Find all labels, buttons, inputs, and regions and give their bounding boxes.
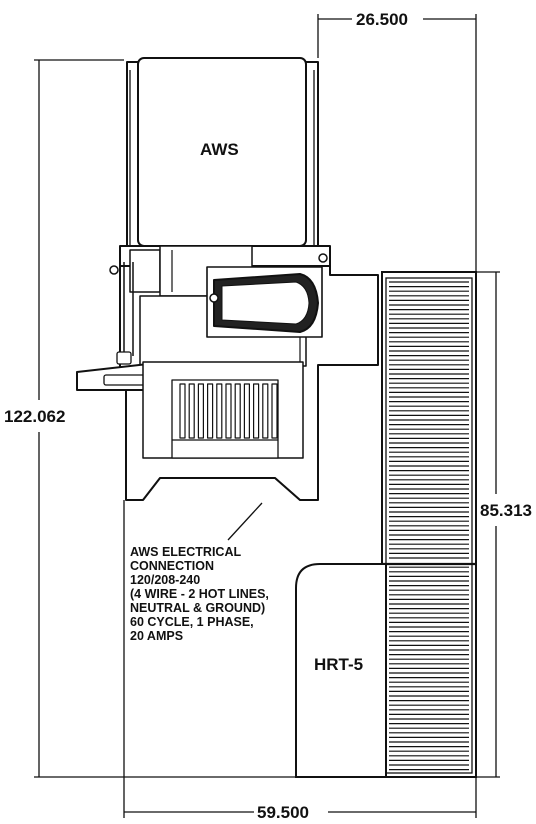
magazine-slide: [271, 383, 278, 439]
electrical-note: AWS ELECTRICAL CONNECTION 120/208-240 (4…: [130, 545, 269, 643]
aws-head-pin: [209, 293, 219, 303]
electrical-note-line: 60 CYCLE, 1 PHASE,: [130, 615, 254, 629]
dim-label-total-height: 122.062: [4, 407, 65, 426]
aws-carriage-left: [129, 249, 161, 293]
aws-tray-knob: [116, 351, 132, 365]
magazine-slide: [225, 383, 232, 439]
dim-label-top-width: 26.500: [356, 10, 408, 29]
hrt-unit: [295, 271, 477, 778]
aws-magazine: [171, 379, 279, 459]
aws-knob-left: [109, 265, 119, 275]
hrt-body: [295, 563, 387, 778]
electrical-note-line: AWS ELECTRICAL: [130, 545, 241, 559]
electrical-leader-line: [227, 502, 263, 541]
magazine-slide: [234, 383, 241, 439]
aws-head-highlight: [221, 281, 310, 325]
magazine-slide: [253, 383, 260, 439]
aws-knob-right: [318, 253, 328, 263]
magazine-slide: [243, 383, 250, 439]
dim-label-rack-height: 85.313: [480, 501, 532, 520]
dim-label-total-width: 59.500: [257, 803, 309, 822]
electrical-note-line: 120/208-240: [130, 573, 200, 587]
hrt-label: HRT-5: [314, 655, 363, 674]
magazine-slide: [216, 383, 223, 439]
magazine-slide: [197, 383, 204, 439]
aws-base-cutout: [142, 477, 301, 501]
magazine-slide: [207, 383, 214, 439]
magazine-slide: [188, 383, 195, 439]
aws-label: AWS: [200, 140, 239, 159]
aws-tray-tab: [103, 374, 147, 386]
electrical-note-line: NEUTRAL & GROUND): [130, 601, 265, 615]
magazine-slide: [262, 383, 269, 439]
electrical-note-line: CONNECTION: [130, 559, 214, 573]
magazine-slide: [179, 383, 186, 439]
electrical-note-line: (4 WIRE - 2 HOT LINES,: [130, 587, 269, 601]
electrical-note-line: 20 AMPS: [130, 629, 183, 643]
rack-slats: [389, 281, 469, 771]
magazine-slides: [179, 383, 278, 439]
aws-machine: [76, 57, 379, 501]
